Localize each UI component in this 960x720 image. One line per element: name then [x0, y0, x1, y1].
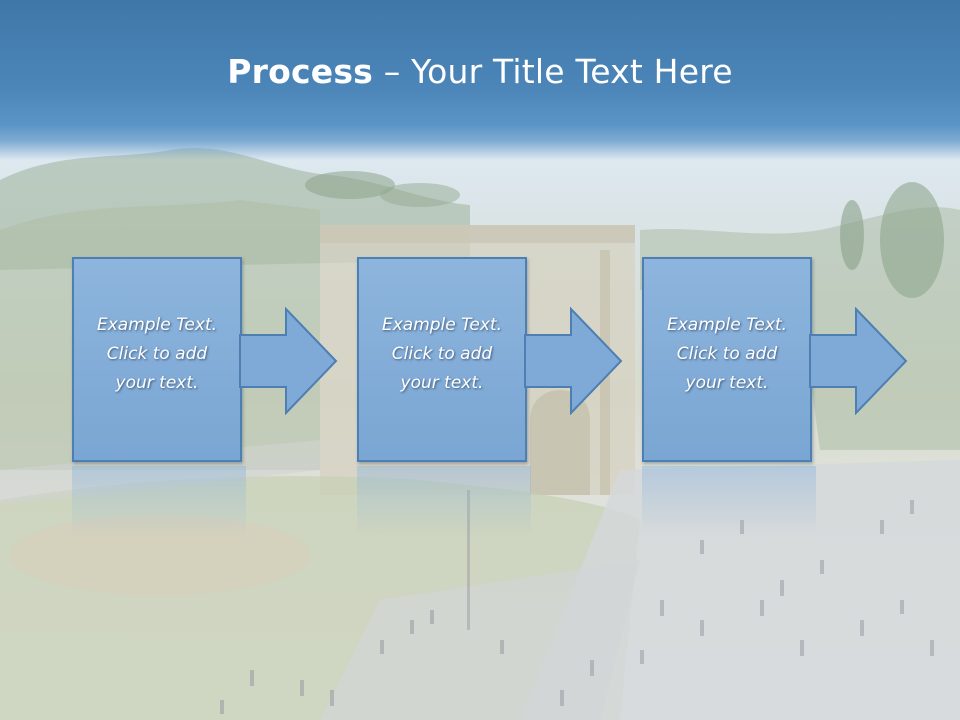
- right-arrow-icon: [524, 307, 623, 415]
- step-2-line-2: Click to add: [391, 344, 493, 364]
- process-step-1[interactable]: Example Text. Click to add your text.: [72, 257, 246, 465]
- step-2-line-3: your text.: [400, 373, 484, 393]
- step-3-line-2: Click to add: [676, 344, 778, 364]
- slide-title: Process – Your Title Text Here: [0, 52, 960, 91]
- title-bold: Process: [227, 52, 374, 91]
- step-1-line-3: your text.: [115, 373, 199, 393]
- step-3-box[interactable]: [642, 257, 812, 462]
- step-2-text[interactable]: Example Text. Click to add your text.: [357, 311, 527, 398]
- title-rest: – Your Title Text Here: [373, 52, 733, 91]
- step-1-box[interactable]: [72, 257, 242, 462]
- process-step-2[interactable]: Example Text. Click to add your text.: [357, 257, 531, 465]
- step-1-line-2: Click to add: [106, 344, 208, 364]
- step-2-line-1: Example Text.: [381, 315, 503, 335]
- step-3-text[interactable]: Example Text. Click to add your text.: [642, 311, 812, 398]
- step-1-line-1: Example Text.: [96, 315, 218, 335]
- step-1-text[interactable]: Example Text. Click to add your text.: [72, 311, 242, 398]
- right-arrow-icon: [239, 307, 338, 415]
- step-1-reflection: [72, 466, 246, 536]
- step-3-line-1: Example Text.: [666, 315, 788, 335]
- step-3-reflection: [642, 466, 816, 536]
- header-band: [0, 0, 960, 160]
- step-2-reflection: [357, 466, 531, 536]
- step-3-line-3: your text.: [685, 373, 769, 393]
- right-arrow-icon: [809, 307, 908, 415]
- process-step-3[interactable]: Example Text. Click to add your text.: [642, 257, 816, 465]
